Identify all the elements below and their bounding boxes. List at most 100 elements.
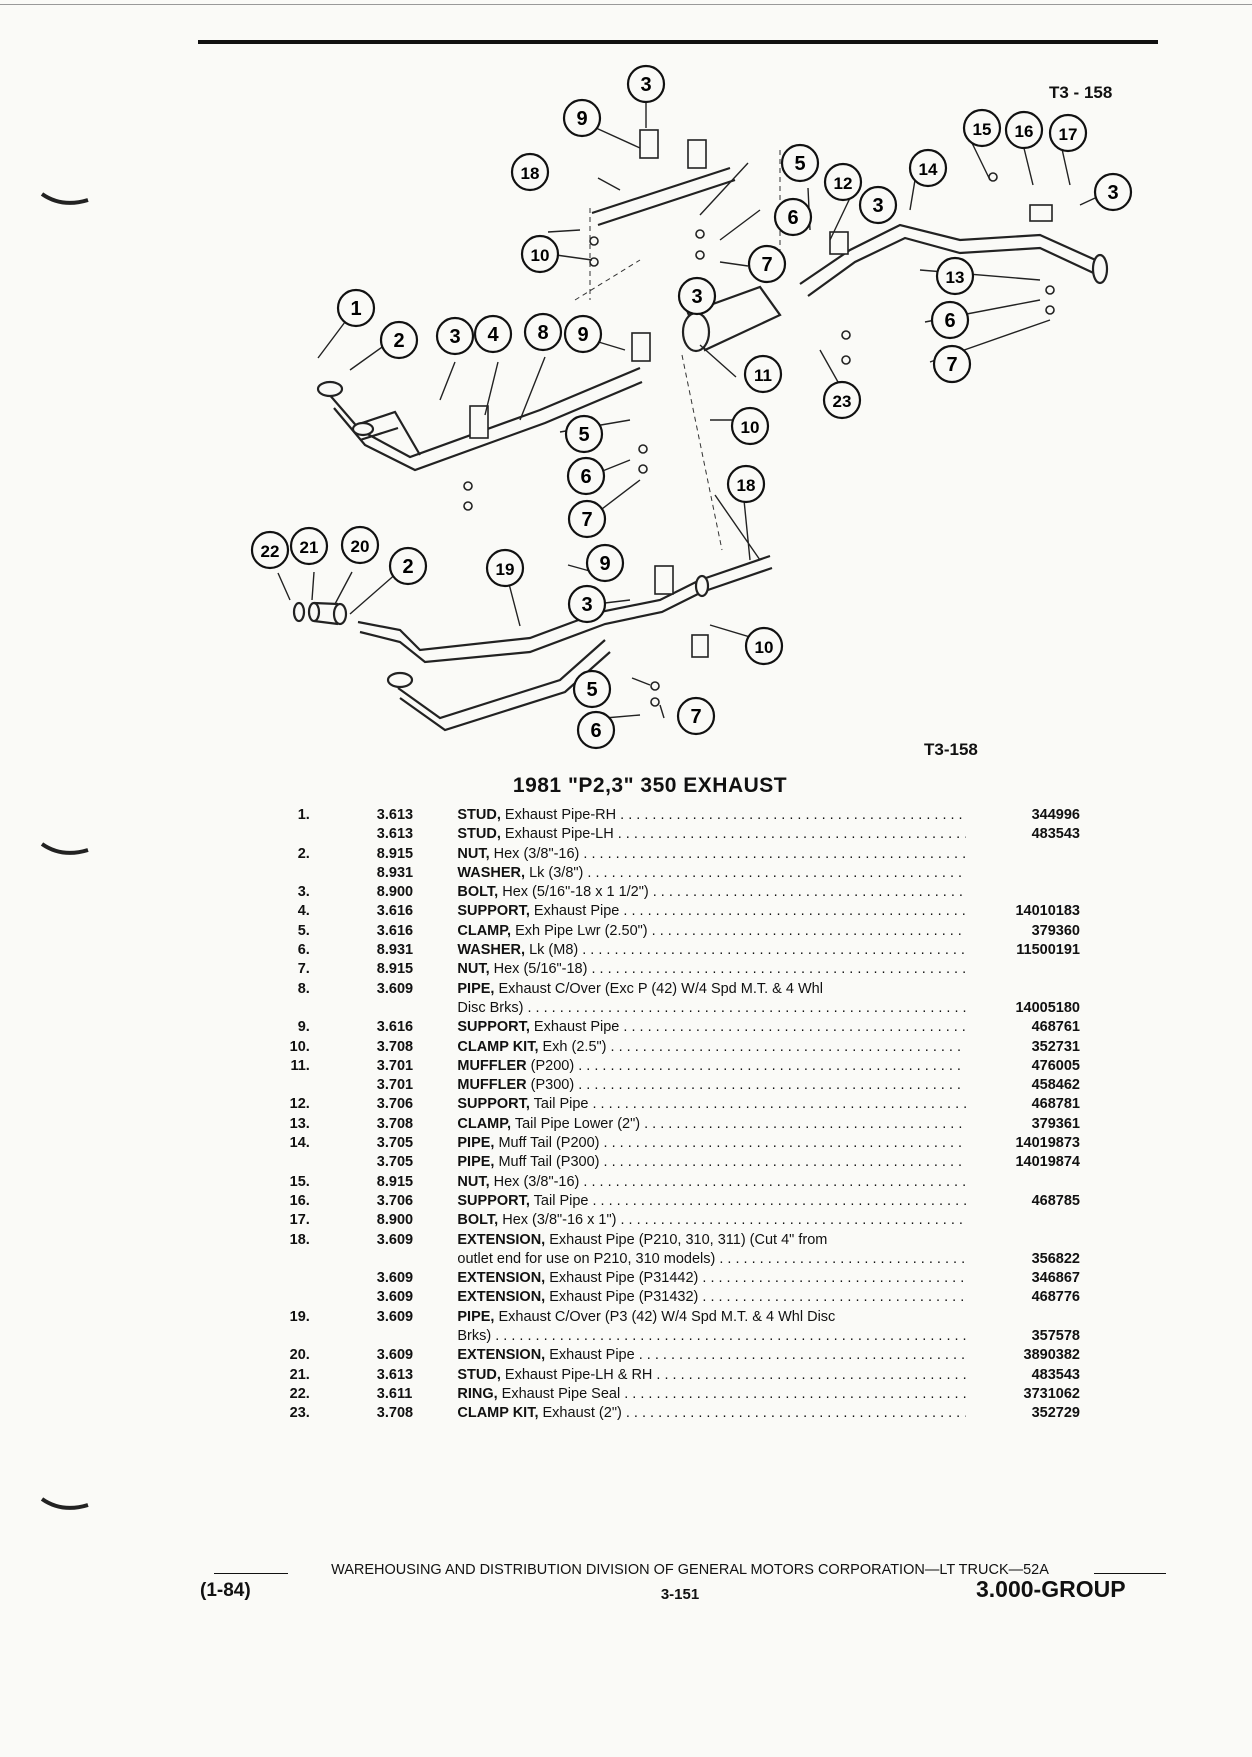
callout-circle (1004, 110, 1044, 150)
part-detail: (P300) (526, 1077, 575, 1094)
part-description: EXTENSION, Exhaust Pipe . . . . . . . . … (457, 1347, 966, 1364)
part-description: CLAMP, Exh Pipe Lwr (2.50") . . . . . . … (457, 922, 965, 939)
callout-number: 5 (794, 153, 805, 175)
callout-number: 6 (787, 207, 798, 229)
part-name: EXTENSION, (457, 1270, 546, 1287)
part-detail: Exhaust Pipe (P31432) (545, 1289, 699, 1306)
part-detail: Exhaust Pipe (P31442) (545, 1270, 699, 1287)
part-description: outlet end for use on P210, 310 models) … (457, 1250, 966, 1267)
part-detail: Exh (2.5") (538, 1038, 607, 1055)
part-name: EXTENSION, (457, 1231, 546, 1248)
part-detail: Exhaust Pipe Seal (497, 1385, 621, 1402)
group-number: 3.705 (376, 1154, 414, 1171)
part-number: 483543 (1031, 1366, 1080, 1383)
part-detail: Exhaust C/Over (Exc P (42) W/4 Spd M.T. … (494, 980, 823, 997)
item-number: 13. (289, 1115, 310, 1132)
callout-circle (576, 710, 616, 750)
binder-hole-mark (40, 842, 89, 855)
callout-circle (567, 584, 607, 624)
part-description: STUD, Exhaust Pipe-LH & RH . . . . . . .… (457, 1366, 965, 1383)
callout-number: 6 (944, 310, 955, 332)
part-name: CLAMP, (457, 1115, 512, 1132)
footer-rule-right (1094, 1573, 1166, 1574)
callout-circle (379, 320, 419, 360)
group-number: 3.705 (376, 1135, 414, 1152)
callout-circle (567, 499, 607, 539)
part-description: Brks) . . . . . . . . . . . . . . . . . … (457, 1328, 966, 1345)
callout-circle (435, 316, 475, 356)
callout-number: 2 (402, 556, 413, 578)
item-number: 11. (290, 1057, 310, 1074)
part-description: NUT, Hex (5/16"-18) . . . . . . . . . . … (457, 961, 966, 978)
callout-number: 17 (1059, 125, 1078, 144)
part-number: 14005180 (1015, 999, 1080, 1016)
part-description: SUPPORT, Exhaust Pipe . . . . . . . . . … (457, 903, 966, 920)
callout-number: 10 (741, 418, 760, 437)
group-number: 3.708 (376, 1038, 414, 1055)
part-detail: Tail Pipe (529, 1096, 589, 1113)
part-detail: Hex (3/8"-16 x 1") (498, 1212, 617, 1229)
parts-list-title: 1981 "P2,3" 350 EXHAUST (512, 774, 788, 797)
part-number: 3731062 (1023, 1385, 1080, 1402)
callout-number: 6 (580, 466, 591, 488)
callout-number: 7 (761, 254, 772, 276)
parts-row: Disc Brks) . . . . . . . . . . . . . . .… (280, 999, 1080, 1018)
item-number: 14. (289, 1135, 310, 1152)
callout-number: 3 (449, 326, 460, 348)
group-number: 3.609 (376, 1308, 414, 1325)
part-number: 468761 (1031, 1019, 1080, 1036)
callout-number: 23 (833, 392, 852, 411)
callout-circle (730, 406, 770, 446)
callout-circle (250, 530, 290, 570)
group-number: 3.706 (376, 1096, 414, 1113)
group-number: 8.900 (376, 1212, 414, 1229)
callout-number: 3 (691, 286, 702, 308)
part-name: PIPE, (457, 980, 495, 997)
callout-number: 3 (581, 594, 592, 616)
callout-circle (747, 244, 787, 284)
group-number: 3.701 (376, 1077, 414, 1094)
callout-circle (388, 546, 428, 586)
part-description: SUPPORT, Tail Pipe . . . . . . . . . . .… (457, 1192, 965, 1209)
part-name: PIPE, (457, 1308, 495, 1325)
item-number: 7. (297, 961, 310, 978)
part-name: NUT, (457, 845, 490, 862)
leader-lines (277, 98, 1109, 719)
part-detail: Exhaust C/Over (P3 (42) W/4 Spd M.T. & 4… (494, 1308, 836, 1325)
part-number: 14019874 (1015, 1154, 1080, 1171)
footer-rule-left (214, 1573, 288, 1574)
part-name: EXTENSION, (457, 1347, 546, 1364)
part-description: WASHER, Lk (M8) . . . . . . . . . . . . … (457, 942, 965, 959)
callout-number: 12 (834, 174, 853, 193)
part-description: SUPPORT, Exhaust Pipe . . . . . . . . . … (457, 1019, 966, 1036)
part-detail: Lk (M8) (525, 942, 579, 959)
callout-circle (585, 543, 625, 583)
callout-number: 20 (351, 537, 370, 556)
callout-circle (485, 548, 525, 588)
callout-number: 18 (521, 164, 540, 183)
part-name: EXTENSION, (457, 1289, 546, 1306)
callout-circle (1093, 172, 1133, 212)
group-number: 3.701 (376, 1057, 414, 1074)
part-description: STUD, Exhaust Pipe-LH . . . . . . . . . … (457, 826, 965, 843)
part-number: 14019873 (1015, 1135, 1080, 1152)
part-description: NUT, Hex (3/8"-16) . . . . . . . . . . .… (457, 845, 966, 862)
part-detail: Exhaust Pipe-LH (500, 826, 614, 843)
callout-number: 8 (537, 322, 548, 344)
group-number: 3.706 (376, 1192, 414, 1209)
part-name: NUT, (457, 1173, 490, 1190)
group-number: 3.616 (376, 922, 414, 939)
callout-circle (523, 312, 563, 352)
callout-number: 11 (754, 366, 772, 385)
part-name: BOLT, (457, 884, 499, 901)
part-number: 476005 (1031, 1057, 1080, 1074)
part-detail: Hex (3/8"-16) (489, 845, 580, 862)
part-name: CLAMP, (457, 922, 512, 939)
